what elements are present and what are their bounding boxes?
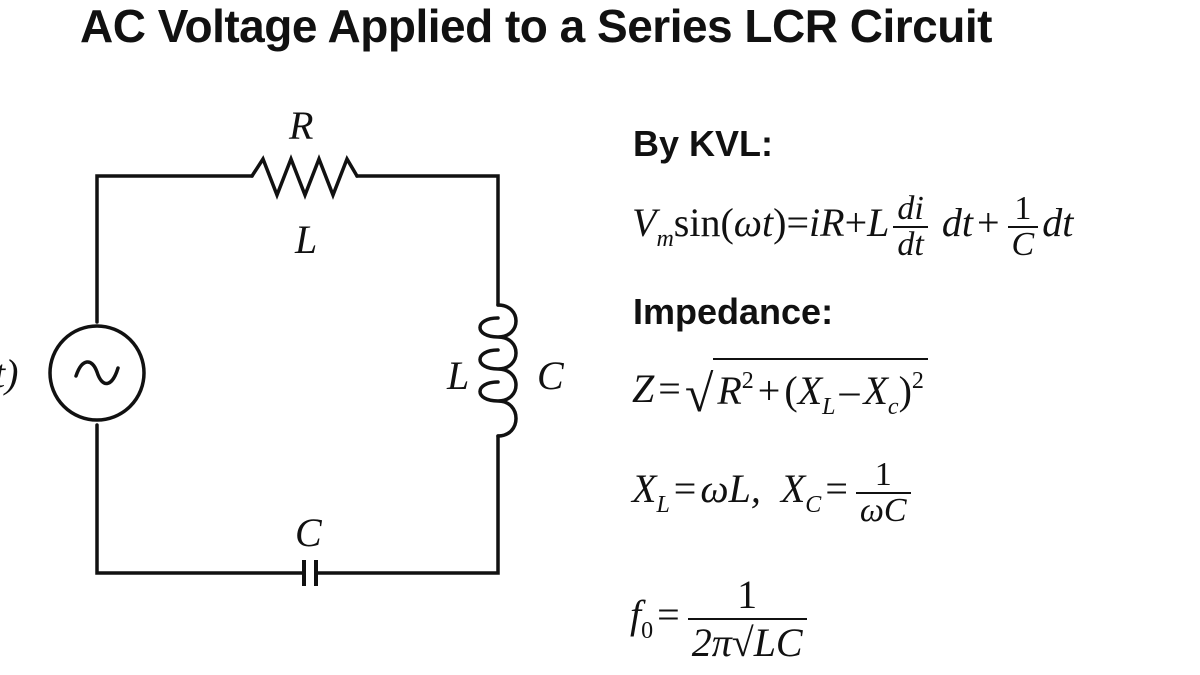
res-num: 1: [737, 572, 758, 617]
kvl-V: V: [632, 200, 657, 246]
imp-sqrt: √R2+(XL–Xc)2: [685, 358, 928, 428]
impedance-heading: Impedance:: [633, 291, 834, 332]
res-2pi: 2π: [691, 620, 732, 665]
inductor-coil: [478, 303, 518, 438]
bottom-left-wire: [95, 423, 306, 575]
top-right-wire: [355, 174, 500, 307]
kvl-dt-den: dt: [893, 226, 928, 262]
react-frac-den: ωC: [855, 492, 911, 528]
kvl-eq: =: [786, 200, 810, 246]
react-frac-num: 1: [874, 456, 892, 493]
react-XL-sub: L: [656, 492, 670, 519]
kvl-dt1: dt: [941, 200, 973, 246]
imp-R-exp: 2: [741, 368, 754, 394]
res-den: 2π√LC: [687, 618, 807, 666]
kvl-close: ): [773, 200, 787, 246]
imp-XL-sub: L: [822, 394, 836, 420]
imp-XC: X: [863, 368, 888, 413]
kvl-frac2-num: 1: [1014, 190, 1032, 227]
page-title: AC Voltage Applied to a Series LCR Circu…: [80, 0, 992, 52]
imp-Z: Z: [632, 366, 655, 412]
kvl-frac2-den: C: [1007, 226, 1039, 262]
ac-source-sine-icon: [74, 360, 120, 386]
circuit-diagram: [48, 154, 518, 586]
imp-XC-sub: c: [887, 394, 899, 420]
resistor-zigzag: [250, 154, 359, 200]
kvl-dt2: dt: [1042, 200, 1074, 246]
imp-minus: –: [839, 368, 860, 413]
react-eq1: =: [673, 466, 697, 512]
react-XL: X: [632, 466, 657, 512]
imp-XL: X: [797, 368, 823, 413]
kvl-plus1: +: [844, 200, 868, 246]
res-f: f: [630, 592, 642, 638]
resistor-label: R: [289, 103, 314, 148]
bottom-right-wire: [314, 434, 500, 575]
ac-source-circle: [48, 324, 146, 422]
res-LC: LC: [753, 618, 803, 665]
imp-radicand: R2+(XL–Xc)2: [713, 358, 928, 428]
react-XC-sub: C: [805, 492, 822, 519]
source-left-label: t): [0, 351, 19, 396]
res-radical-icon: √: [731, 620, 754, 665]
imp-R: R: [717, 368, 742, 413]
react-XC: X: [780, 466, 806, 512]
imp-plus: +: [757, 368, 781, 413]
inductor-left-label: L: [447, 353, 470, 398]
top-left-wire: [95, 174, 254, 324]
imp-open-paren: (: [784, 368, 798, 413]
resistor-sublabel: L: [295, 217, 318, 262]
kvl-iR: iR: [809, 200, 845, 246]
react-eq2: =: [825, 466, 848, 512]
kvl-m-sub: m: [656, 226, 674, 253]
kvl-di: di: [897, 190, 924, 227]
res-eq: =: [657, 592, 680, 638]
capacitor-label: C: [295, 510, 322, 555]
res-f-sub: 0: [641, 618, 654, 645]
kvl-sin: sin(: [673, 200, 734, 246]
kvl-plus2: +: [976, 200, 1000, 246]
inductor-right-label: C: [537, 353, 564, 398]
imp-eq: =: [658, 366, 681, 412]
imp-paren-exp: 2: [911, 368, 924, 394]
imp-radical-icon: √: [684, 365, 714, 423]
kvl-heading: By KVL:: [633, 123, 774, 164]
impedance-equation: Z=√R2+(XL–Xc)2: [632, 358, 928, 428]
react-omegaL: ωL,: [700, 466, 761, 512]
imp-close-paren: ): [898, 368, 912, 413]
kvl-L: L: [867, 200, 890, 246]
kvl-omega-t: ωt: [733, 200, 774, 246]
